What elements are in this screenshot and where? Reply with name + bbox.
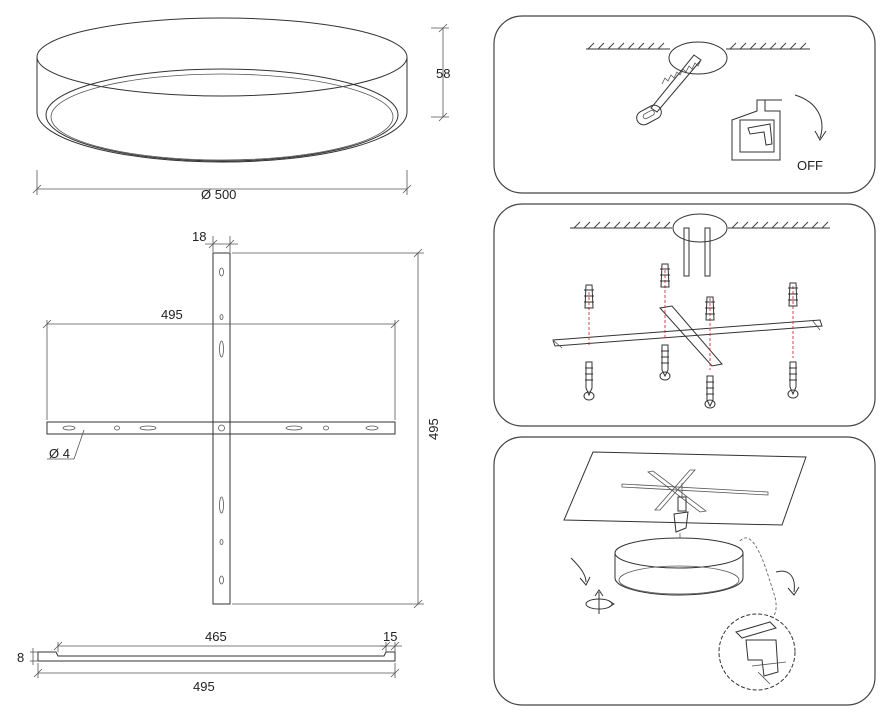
ceiling-hole (668, 41, 728, 75)
lamp-bottom-rim (36, 111, 408, 163)
rotate-arrow-icon (570, 557, 587, 583)
horizontal-length-value: 495 (161, 307, 183, 322)
center-hole (218, 424, 225, 432)
side-tab-value: 15 (383, 629, 397, 644)
slot (219, 539, 224, 545)
detail-callout (718, 613, 796, 691)
step-1-panel: OFF (493, 15, 876, 194)
bracket-side-profile (37, 651, 396, 662)
lamp-elevation-view (36, 17, 408, 163)
slot (219, 314, 224, 320)
ceiling-hole (672, 213, 728, 243)
slot (219, 496, 224, 514)
side-total-dimension: 495 (33, 663, 400, 694)
power-switch-icon (731, 99, 782, 161)
mounted-bracket (621, 469, 769, 513)
twist-arrow-icon (585, 589, 615, 614)
slot (365, 425, 379, 431)
hole-saw-icon (636, 54, 702, 126)
bar-width-value: 18 (192, 229, 206, 244)
ceiling-hatch (586, 42, 810, 50)
diameter-dimension: Ø 500 (32, 170, 412, 202)
detail-leader (739, 537, 777, 619)
slot (285, 425, 303, 431)
horizontal-length-dimension: 495 (42, 307, 400, 420)
slot (62, 425, 76, 431)
screw-icon (583, 344, 799, 409)
rotate-arrow-icon (775, 570, 795, 593)
vertical-length-value: 495 (426, 418, 441, 440)
wall-anchor-icon (584, 263, 798, 321)
side-inner-dimension: 465 (53, 629, 391, 652)
slot (139, 425, 157, 431)
ceiling-hatch (570, 221, 830, 229)
mounting-bracket (552, 305, 823, 367)
wire-connector-icon (673, 483, 689, 533)
height-dimension: 58 (431, 23, 450, 122)
diameter-value: Ø 500 (201, 187, 236, 202)
side-inner-value: 465 (205, 629, 227, 644)
slot (219, 340, 224, 358)
profile-outline (37, 651, 396, 662)
slot (323, 425, 329, 431)
side-total-value: 495 (193, 679, 215, 694)
ceiling-plane (563, 451, 807, 526)
slot (219, 575, 224, 585)
step-2-panel (493, 203, 876, 427)
lamp-diffuser-inner (50, 73, 394, 161)
lamp-diffuser-outer (45, 68, 399, 162)
slot (219, 267, 224, 277)
bar-width-dimension: 18 (192, 229, 238, 252)
slot (114, 425, 120, 431)
height-value: 58 (436, 66, 450, 81)
vertical-bar (212, 252, 231, 605)
hole-diameter-value: Ø 4 (49, 446, 70, 461)
side-thickness-dimension: 8 (17, 648, 38, 665)
rotate-arrow-icon (794, 94, 823, 139)
side-thickness-value: 8 (17, 650, 24, 665)
lamp-fixture (614, 533, 744, 596)
step-3-panel (493, 436, 876, 706)
side-tab-dimension: 15 (380, 629, 402, 652)
vertical-length-dimension: 495 (232, 248, 441, 609)
horizontal-bar (46, 421, 396, 435)
hole-diameter-callout: Ø 4 (47, 429, 85, 461)
power-off-label: OFF (797, 158, 823, 173)
bracket-plan-view (46, 252, 396, 605)
power-wires (683, 227, 711, 277)
